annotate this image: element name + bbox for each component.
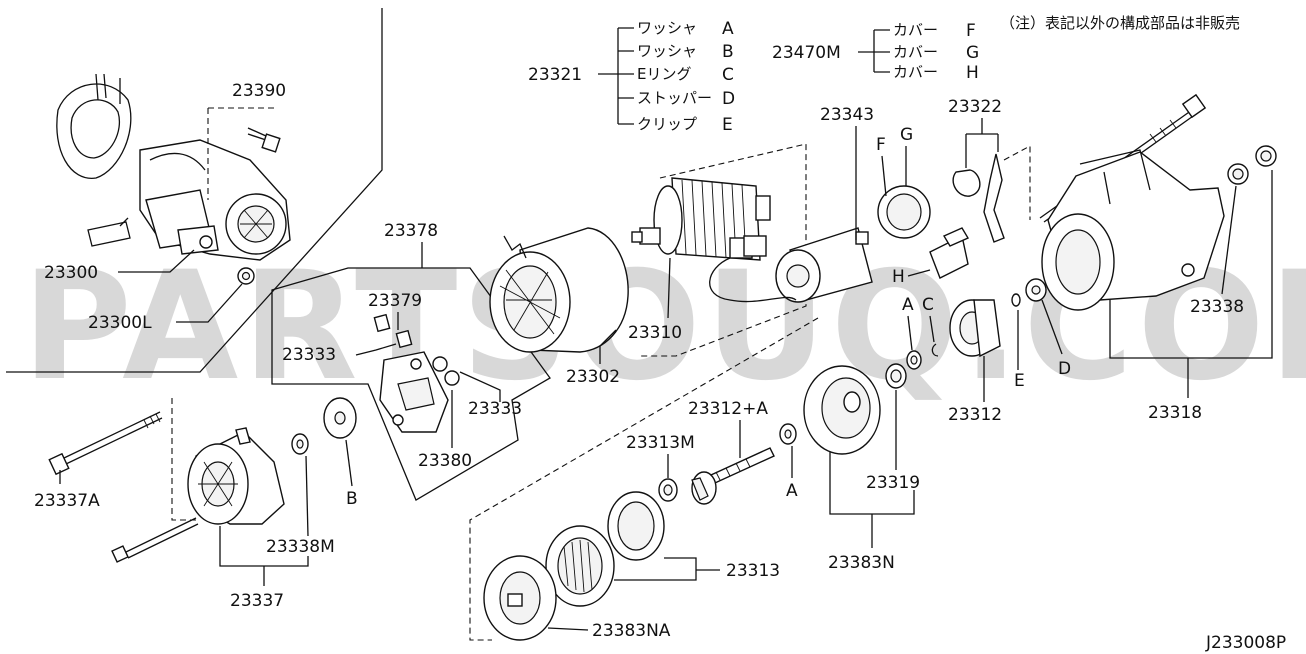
item-f-letter[interactable]: F <box>966 21 976 41</box>
label-23338M[interactable]: 23338M <box>266 537 335 557</box>
label-23337[interactable]: 23337 <box>230 591 284 611</box>
solenoid-23343[interactable] <box>709 227 873 303</box>
label-23333-b[interactable]: 23333 <box>468 399 522 419</box>
bush-23338[interactable] <box>1227 145 1277 185</box>
cover-fg[interactable] <box>877 185 931 239</box>
label-23337A[interactable]: 23337A <box>34 491 100 511</box>
label-F[interactable]: F <box>876 135 886 155</box>
label-23302[interactable]: 23302 <box>566 367 620 387</box>
washer-A-lower[interactable] <box>779 423 797 445</box>
ering-C[interactable] <box>931 343 939 357</box>
label-23313[interactable]: 23313 <box>726 561 780 581</box>
stopper-D[interactable] <box>1025 278 1047 302</box>
label-23318[interactable]: 23318 <box>1148 403 1202 423</box>
item-f-name: カバー <box>893 21 938 39</box>
internal-gear-23313[interactable] <box>545 491 665 607</box>
clip-E[interactable] <box>1011 293 1021 307</box>
brush-23379[interactable] <box>373 313 413 349</box>
diagram-code: J233008P <box>1205 633 1286 653</box>
bush-23338M[interactable] <box>291 433 309 455</box>
label-23313M[interactable]: 23313M <box>626 433 695 453</box>
label-D[interactable]: D <box>1058 359 1071 379</box>
washer-B[interactable] <box>323 397 357 439</box>
inset-divider <box>6 8 383 373</box>
item-b-letter[interactable]: B <box>722 42 734 62</box>
item-b-name: ワッシャ <box>637 42 697 60</box>
label-H[interactable]: H <box>892 267 905 287</box>
label-23300[interactable]: 23300 <box>44 263 98 283</box>
item-c-letter[interactable]: C <box>722 65 734 85</box>
label-23338[interactable]: 23338 <box>1190 297 1244 317</box>
item-g-name: カバー <box>893 43 938 61</box>
group-23321: 23321 ワッシャ A ワッシャ B Eリング C ストッパー D クリップ … <box>528 19 735 135</box>
label-A-upper[interactable]: A <box>902 295 914 315</box>
drive-housing-23318[interactable] <box>1041 149 1225 311</box>
pinion-23312[interactable] <box>949 299 1001 358</box>
label-23300L[interactable]: 23300L <box>88 313 152 333</box>
end-frame-23337[interactable] <box>187 427 285 525</box>
label-23312A[interactable]: 23312+A <box>688 399 768 419</box>
label-23310[interactable]: 23310 <box>628 323 682 343</box>
label-23343[interactable]: 23343 <box>820 105 874 125</box>
item-h-letter[interactable]: H <box>966 63 979 83</box>
group-23470M: 23470M カバー F カバー G カバー H <box>772 21 979 83</box>
item-e-letter[interactable]: E <box>722 115 733 135</box>
label-C[interactable]: C <box>922 295 934 315</box>
yoke-23302[interactable] <box>489 227 629 353</box>
item-c-name: Eリング <box>637 65 691 83</box>
through-bolt-23337A[interactable] <box>48 411 163 476</box>
dash-guide-armature <box>640 143 807 357</box>
shaft-23312A[interactable] <box>691 447 775 505</box>
engine-assembly-drawing <box>56 73 291 261</box>
cover-h[interactable] <box>929 227 970 279</box>
end-plate-23383NA[interactable] <box>483 555 557 641</box>
note-text: （注）表記以外の構成部品は非販売 <box>1000 14 1240 32</box>
label-A-lower[interactable]: A <box>786 481 798 501</box>
item-e-name: クリップ <box>637 115 697 133</box>
item-h-name: カバー <box>893 63 938 81</box>
label-23319[interactable]: 23319 <box>866 473 920 493</box>
item-d-name: ストッパー <box>637 89 712 107</box>
label-23378[interactable]: 23378 <box>384 221 438 241</box>
brush-holder-plate[interactable] <box>379 351 449 433</box>
item-d-letter[interactable]: D <box>722 89 735 109</box>
label-23390[interactable]: 23390 <box>232 81 286 101</box>
washer-A-upper[interactable] <box>906 350 922 370</box>
group-23321-number[interactable]: 23321 <box>528 65 582 85</box>
screw-lower[interactable] <box>111 517 199 563</box>
label-23379[interactable]: 23379 <box>368 291 422 311</box>
group-23470M-number[interactable]: 23470M <box>772 43 841 63</box>
label-E[interactable]: E <box>1014 371 1025 391</box>
item-g-letter[interactable]: G <box>966 43 979 63</box>
nut-23300L[interactable] <box>237 267 255 285</box>
label-23333-a[interactable]: 23333 <box>282 345 336 365</box>
label-23312[interactable]: 23312 <box>948 405 1002 425</box>
label-23383NA[interactable]: 23383NA <box>592 621 671 641</box>
spring-23333[interactable] <box>432 356 460 386</box>
label-23380[interactable]: 23380 <box>418 451 472 471</box>
label-B[interactable]: B <box>346 489 358 509</box>
gear-housing-23383N[interactable] <box>803 365 881 455</box>
item-a-name: ワッシャ <box>637 19 697 37</box>
bolt-23390[interactable] <box>247 127 281 153</box>
lever-23322[interactable] <box>952 153 1005 243</box>
item-a-letter[interactable]: A <box>722 19 734 39</box>
gear-23313M[interactable] <box>658 478 678 502</box>
dash-guide-gear <box>469 317 819 641</box>
label-G[interactable]: G <box>900 125 913 145</box>
label-23322[interactable]: 23322 <box>948 97 1002 117</box>
label-23383N[interactable]: 23383N <box>828 553 895 573</box>
ring-23319[interactable] <box>885 363 907 389</box>
